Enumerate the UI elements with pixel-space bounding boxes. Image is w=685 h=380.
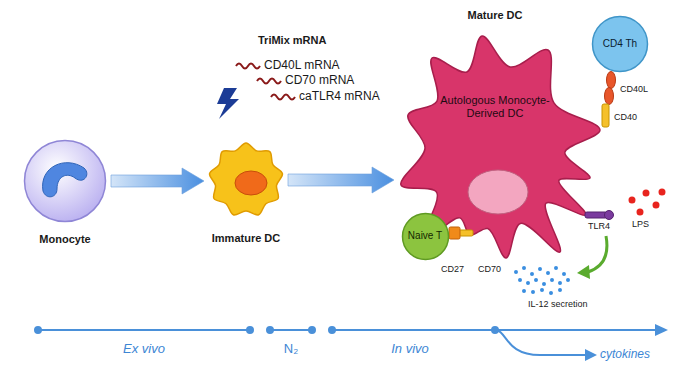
phase-label: cytokines [600,347,650,361]
cell-name: Monocyte [39,233,90,246]
secretion-arrowhead [577,265,590,279]
monocyte-cell-outline [23,139,107,223]
mrna-squiggle [236,64,260,69]
timeline-dots [34,326,499,334]
immature-dc-cell-outline [208,142,284,218]
cd40l-receptor [607,72,616,89]
timeline-arrowhead [655,324,668,336]
cytokine-label: IL-12 secretion [528,299,588,310]
phase-label: N₂ [284,341,298,357]
naive-t-cell: Naive T [401,212,450,261]
phase-label: In vivo [391,341,429,357]
tlr4-receptor [605,211,614,220]
receptor-name: TLR4 [588,221,610,232]
reagent-title: TriMix mRNA [258,34,326,47]
mrna-name: caTLR4 mRNA [299,89,380,103]
timeline-arrowhead [585,349,597,361]
receptor-name: CD40L [620,84,648,95]
cd70-ligand [459,230,473,236]
cd40l-receptor [605,88,614,105]
tlr4-receptor [585,212,607,218]
mrna-name: CD70 mRNA [285,73,354,87]
cell-membrane [210,143,283,215]
process-arrow [111,168,204,194]
receptor-name: CD40 [614,112,637,123]
t-helper-cell: CD4 Th [591,15,649,73]
cell-name: Naive T [408,230,442,242]
timeline [38,329,250,331]
timeline [270,329,312,331]
cell-name: Immature DC [212,232,280,245]
cell-membrane [401,36,600,258]
receptor-name: CD70 [478,264,501,275]
cell-membrane [402,213,448,259]
il12-molecules [514,266,570,295]
cell-description: Autologous Monocyte-Derived DC [439,94,551,120]
secretion-arrow [588,236,607,272]
immature-dc-cell: Immature DC [208,142,284,218]
process-arrow [288,167,394,193]
cd40-receptor [602,104,609,127]
receptor-name: CD27 [441,264,464,275]
cd27-receptor [449,227,460,239]
mrna-squiggle [271,95,295,100]
timeline-branch [495,330,586,355]
ligand-name: LPS [632,219,649,230]
cell-membrane [593,17,648,72]
cell-nucleus [468,170,528,214]
connector-group [111,167,394,194]
cell-name: CD4 Th [603,38,637,50]
cell-name: Mature DC [467,9,522,22]
cell-nucleus [43,163,87,197]
mrna-name: CD40L mRNA [264,58,340,72]
phase-label: Ex vivo [123,341,165,357]
cell-nucleus [235,171,267,195]
electroporation-bolt [217,88,239,119]
mrna-squiggle [257,79,281,84]
cell-membrane [25,141,106,222]
lps-molecules [629,189,666,216]
monocyte-cell: Monocyte [23,139,107,223]
